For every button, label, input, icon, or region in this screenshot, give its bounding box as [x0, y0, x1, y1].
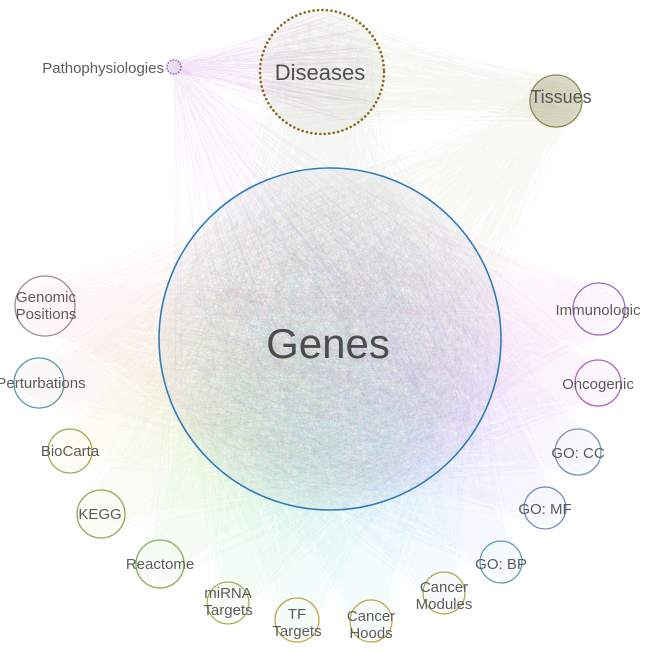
label-go_bp: GO: BP — [475, 556, 527, 573]
label-go_mf: GO: MF — [518, 501, 571, 518]
edge-bundle-tissues-diseases — [265, 13, 580, 126]
edge-bundle-cancer_modules-genes — [172, 180, 493, 612]
edge-bundle-oncogenic-genes — [170, 186, 618, 500]
edge-bundle-genomic_positions-genes — [18, 180, 492, 502]
label-reactome: Reactome — [126, 556, 194, 573]
label-genes: Genes — [266, 320, 390, 367]
edge-bundle-reactome-genes — [138, 179, 488, 586]
node-biocarta[interactable] — [47, 428, 93, 474]
edge-bundle-pathophysiologies-genes — [168, 60, 487, 488]
node-genes-center[interactable] — [158, 167, 502, 511]
node-cancer_modules[interactable] — [422, 571, 466, 615]
node-genomic_positions[interactable] — [14, 275, 76, 337]
node-tissues[interactable] — [529, 74, 583, 128]
node-oncogenic[interactable] — [574, 359, 622, 407]
label-perturbations: Perturbations — [0, 375, 86, 392]
edge-bundle-biocarta-genes — [50, 178, 489, 493]
edge-bundle-tf_targets-genes — [167, 183, 489, 639]
node-tf_targets[interactable] — [274, 597, 320, 643]
node-kegg[interactable] — [76, 489, 126, 539]
edge-bundle-cancer_hoods-genes — [169, 180, 492, 640]
label-pathophysiologies: Pathophysiologies — [42, 60, 164, 77]
label-immunologic: Immunologic — [555, 302, 641, 319]
label-oncogenic: Oncogenic — [562, 376, 634, 393]
node-perturbations[interactable] — [13, 357, 65, 409]
node-cancer_hoods[interactable] — [349, 599, 393, 643]
node-pathophysiologies[interactable] — [166, 59, 182, 75]
node-go_mf[interactable] — [523, 486, 567, 530]
edge-bundle-go_mf-genes — [170, 181, 564, 527]
node-diseases[interactable] — [258, 8, 386, 136]
node-go_bp[interactable] — [479, 540, 523, 584]
edge-bundle-tissues-genes — [173, 77, 580, 502]
node-mirna_targets[interactable] — [206, 581, 250, 625]
node-go_cc[interactable] — [554, 428, 602, 476]
edge-bundle-go_bp-genes — [172, 181, 520, 581]
edge-bundle-perturbations-genes — [16, 179, 488, 486]
label-kegg: KEGG — [78, 506, 121, 523]
edge-bundle-diseases-genes — [171, 17, 487, 500]
label-go_cc: GO: CC — [551, 445, 605, 462]
node-reactome[interactable] — [135, 539, 185, 589]
label-biocarta: BioCarta — [41, 443, 100, 460]
label-tissues: Tissues — [530, 87, 591, 107]
label-diseases: Diseases — [275, 60, 365, 85]
node-immunologic[interactable] — [572, 282, 626, 336]
edge-bundle-pathophysiologies-diseases — [168, 14, 375, 121]
